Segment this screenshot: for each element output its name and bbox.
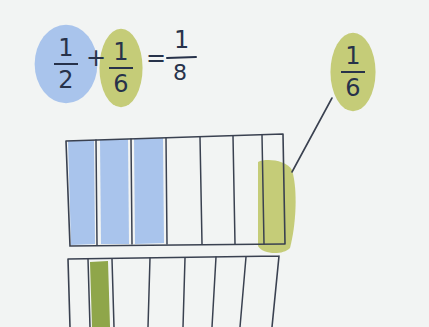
denominator: 6: [113, 72, 128, 96]
numerator: 1: [58, 36, 73, 60]
fraction-bar: [341, 71, 365, 73]
fraction-bar: [167, 57, 196, 58]
blue-strip: [134, 138, 164, 244]
result-digit: 8: [173, 62, 187, 84]
green-strip: [90, 261, 110, 327]
bar-divider: [96, 135, 264, 245]
fraction: 16: [330, 32, 376, 112]
denominator: 2: [58, 68, 73, 92]
operator-sign: +: [86, 46, 106, 70]
blue-strip: [68, 140, 95, 245]
fraction-blob: 16: [330, 32, 376, 112]
leader-line: [292, 98, 332, 172]
bar-divider: [88, 257, 246, 327]
numerator: 1: [113, 40, 128, 64]
blob-fill: [330, 33, 375, 111]
result-digit: 1: [174, 28, 189, 52]
fraction-bar: [54, 63, 78, 65]
bar-outline: [66, 134, 285, 246]
operator-sign: =: [146, 46, 166, 70]
bar-outline: [68, 256, 279, 327]
blue-strip: [100, 139, 129, 244]
denominator: 6: [345, 76, 360, 100]
fraction-bar: [109, 67, 133, 69]
numerator: 1: [345, 44, 360, 68]
